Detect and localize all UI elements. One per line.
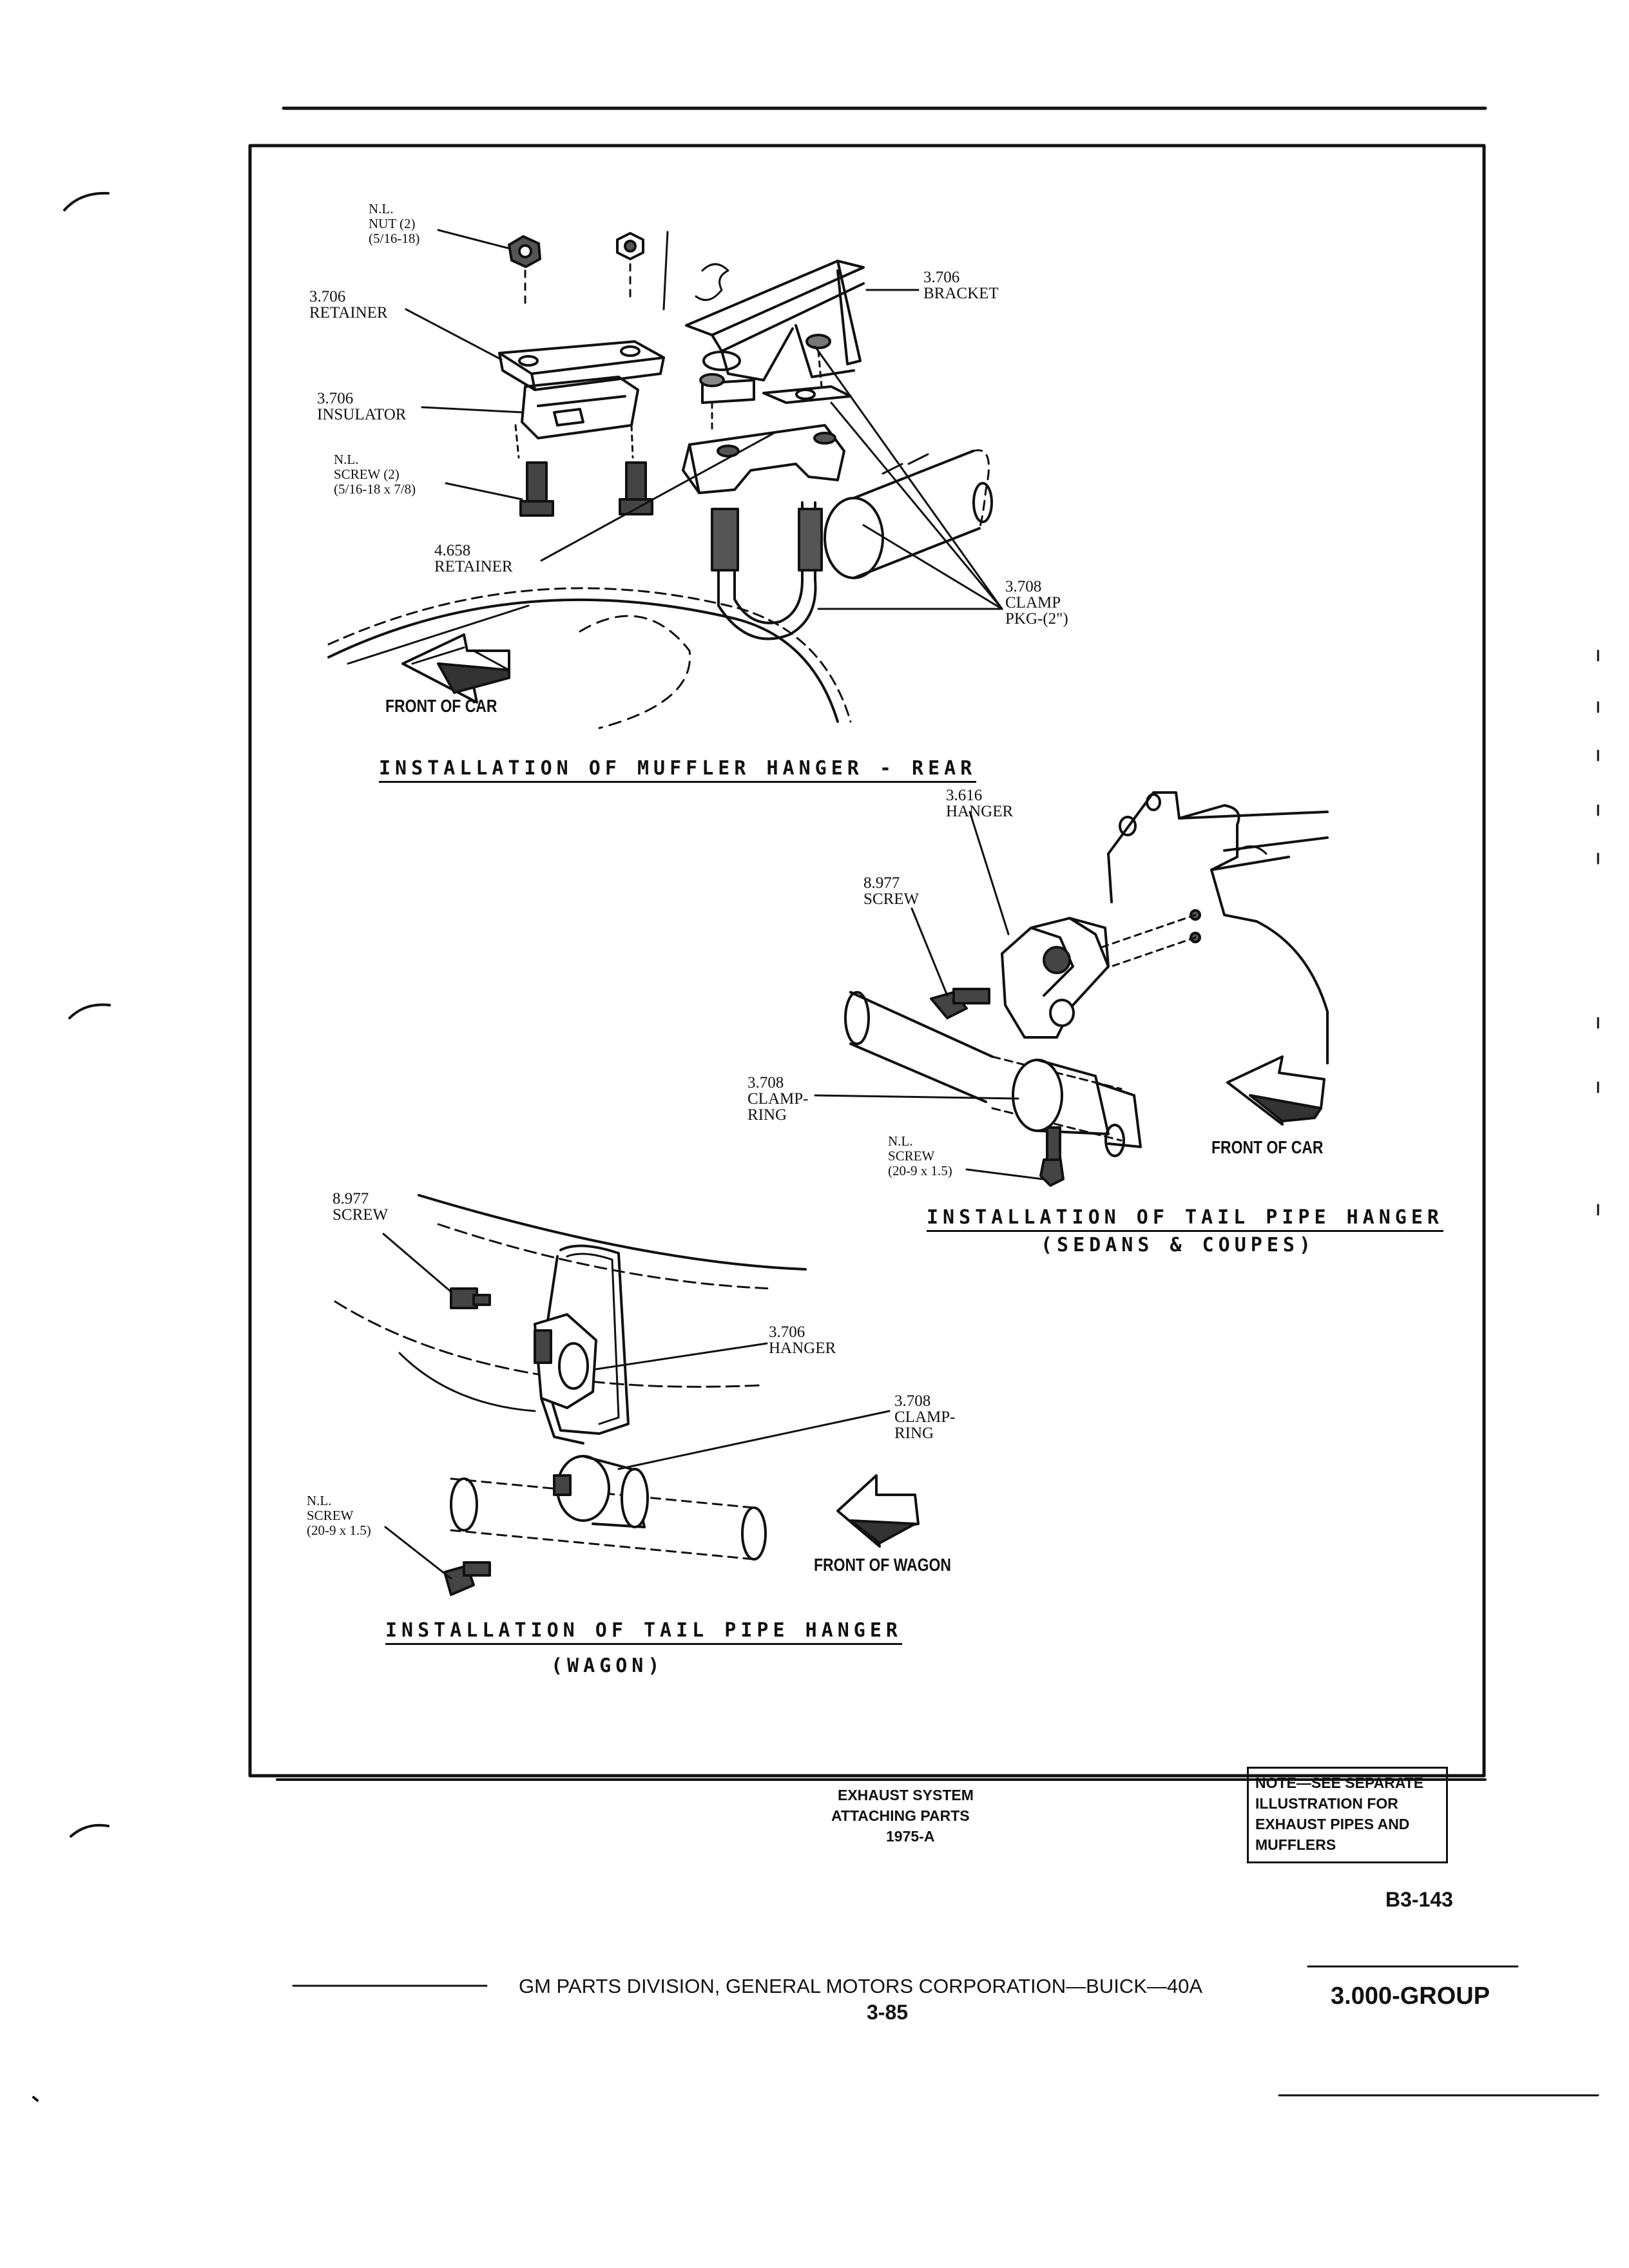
note-line-4: MUFFLERS [1255,1836,1336,1853]
muffler-hanger-drawing [327,229,1003,729]
wagon-hanger-subtitle: (WAGON) [551,1655,664,1677]
footer-division: GM PARTS DIVISION, GENERAL MOTORS CORPOR… [519,1975,1203,1997]
wagon-hanger-title: INSTALLATION OF TAIL PIPE HANGER [385,1619,902,1645]
nl-screw-callout: N.L. SCREW (20-9 x 1.5) [888,1133,952,1178]
caption-line-2: ATTACHING PARTS [831,1807,970,1824]
insulator-block [521,376,639,439]
wagon-hanger-drawing [334,1194,920,1596]
caption-line-3: 1975-A [886,1828,935,1845]
front-of-wagon-label: FRONT OF WAGON [814,1555,952,1575]
note-line-3: EXHAUST PIPES AND [1255,1816,1410,1832]
retainer2-callout: 4.658 RETAINER [434,542,513,575]
note-line-1: NOTE—SEE SEPARATE [1255,1774,1424,1791]
wagon-hanger [546,1244,630,1435]
sedan-hanger-subtitle: (SEDANS & COUPES) [1041,1234,1316,1256]
sedan-hanger [1001,917,1110,1039]
caption-line-1: EXHAUST SYSTEM [838,1787,974,1803]
figure-id: B3-143 [1385,1888,1453,1911]
screw-callout: 8.977 SCREW [333,1190,389,1224]
sedan-clamp-ring [1012,1059,1063,1132]
retainer-callout: 3.706 RETAINER [309,288,388,322]
nut-icon [508,232,644,268]
clamp-ring-callout: 3.708 CLAMP- RING [747,1074,809,1124]
hanger-callout: 3.616 HANGER [946,787,1014,820]
muffler-hanger-title: INSTALLATION OF MUFFLER HANGER - REAR [379,757,977,783]
footer-group: 3.000-GROUP [1331,1983,1490,2010]
bracket-callout: 3.706 BRACKET [923,269,999,302]
clamp-callout: 3.708 CLAMP PKG-(2") [1005,578,1068,628]
front-of-car-label: FRONT OF CAR [385,696,497,716]
hanger-callout: 3.706 HANGER [769,1323,836,1357]
note-line-2: ILLUSTRATION FOR [1255,1795,1398,1812]
screw-icon [443,1287,491,1596]
sedan-hanger-drawing [814,791,1329,1187]
nut-callout: N.L. NUT (2) (5/16-18) [369,201,420,246]
front-of-car-label: FRONT OF CAR [1211,1137,1324,1157]
diagram-frame [248,144,1486,1778]
u-bolt [717,501,817,640]
screw-icon [519,461,653,517]
nl-screw-callout: N.L. SCREW (20-9 x 1.5) [307,1493,371,1538]
footer-page-number: 3-85 [867,2001,909,2024]
clamp-ring-callout: 3.708 CLAMP- RING [894,1392,956,1442]
screw-callout: N.L. SCREW (2) (5/16-18 x 7/8) [334,452,416,497]
screw-callout: 8.977 SCREW [863,874,920,908]
screw-icon [930,988,1065,1187]
bracket-part [685,260,865,336]
note-box: NOTE—SEE SEPARATE ILLUSTRATION FOR EXHAU… [1247,1767,1448,1863]
insulator-callout: 3.706 INSULATOR [317,390,407,423]
frame-rail [1107,791,1329,1064]
sedan-hanger-title: INSTALLATION OF TAIL PIPE HANGER [927,1206,1443,1232]
